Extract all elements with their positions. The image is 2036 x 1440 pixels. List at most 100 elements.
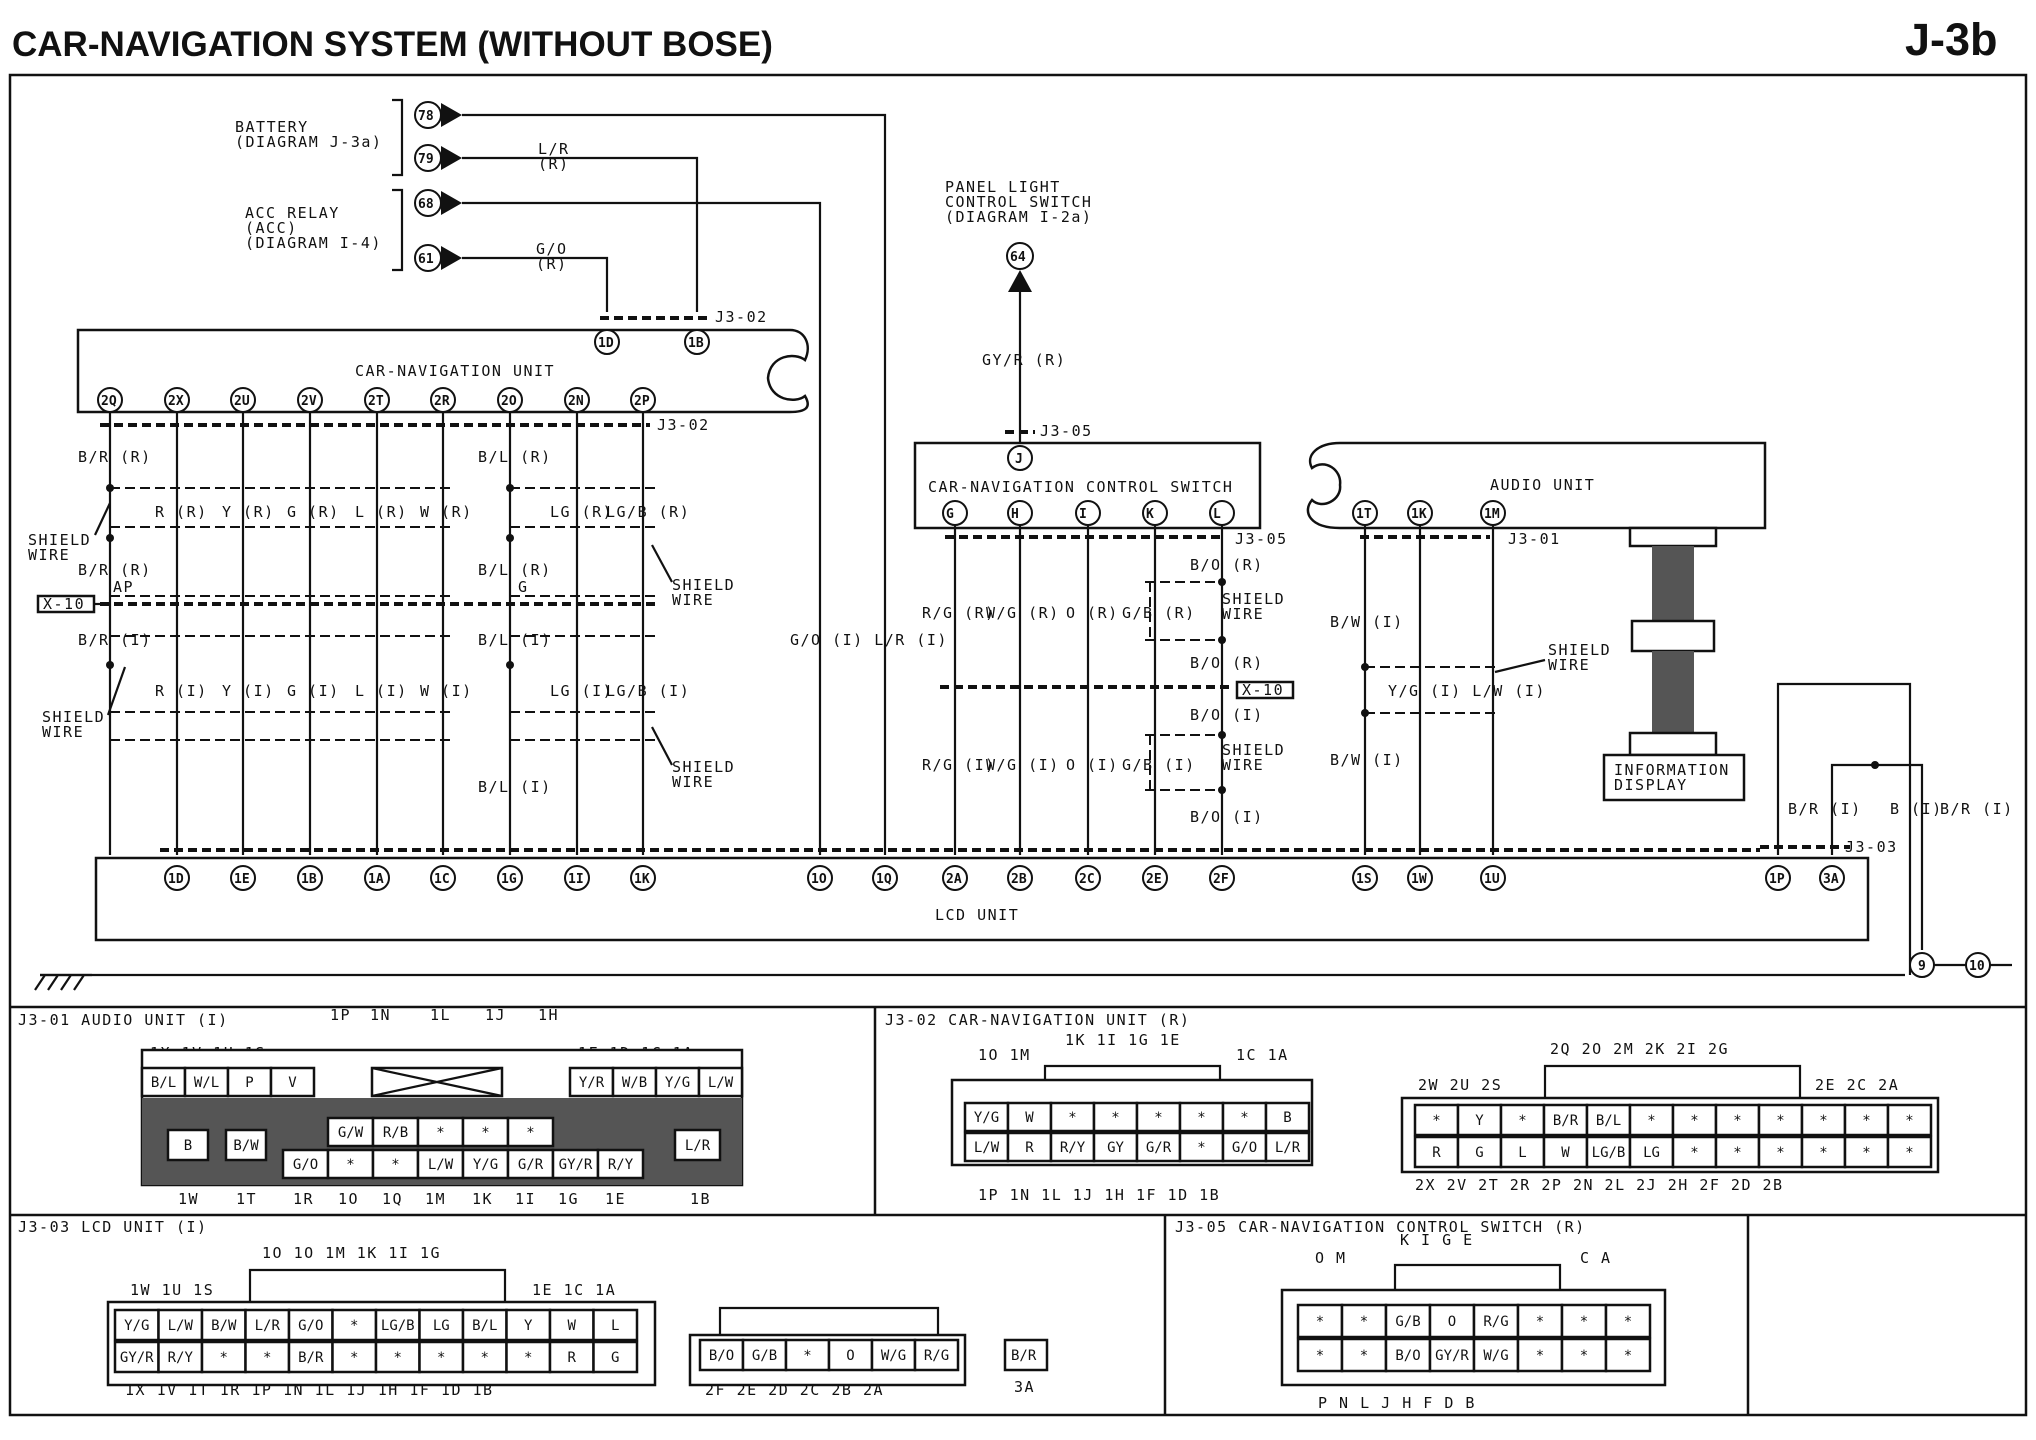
j301-r1l-cell-0 [140,1066,187,1098]
wire-label-br-r-top: B/R (R) [78,448,152,466]
svg-text:78: 78 [418,109,434,124]
j302-left-top-pins2: 1K 1I 1G 1E [1065,1031,1181,1049]
j301-r2-text-0: G/W [338,1125,364,1141]
j303-r1-text-5: * [350,1318,358,1334]
audio-pin-1m: 1M [1480,500,1506,526]
j303-label: J3-03 [1845,838,1898,856]
j301-bot-pin-1q: 1Q [382,1190,403,1208]
lcd-pin-19-label: 3A [1823,872,1839,887]
j305-r1-cell-3 [1428,1303,1476,1339]
j303-top-pins-b: 1W 1U 1S [130,1281,214,1299]
j303-third-pin: 3A [1014,1378,1035,1396]
lcd-pin-5-label: 1G [501,872,517,887]
lcd-pin-10: 2A [942,865,968,891]
j301-r1r-cell-1 [611,1066,658,1098]
j302-r2-cell-6 [1671,1135,1718,1169]
j305-bottom-label: J3-05 [1235,530,1288,548]
j301-r3-cell-7 [596,1148,645,1180]
j302-r1-text-8: * [1776,1113,1784,1129]
nav-pin-2x: 2X [164,387,190,413]
switch-shield-dot-0 [1218,578,1226,586]
nav-shield-dot-l0 [106,484,114,492]
j303-second-pins: 2F 2E 2D 2C 2B 2A [705,1381,884,1399]
wire-label-bl-i-mid: B/L (I) [478,631,552,649]
j301-r2-text-4: * [526,1125,534,1141]
panel-j303-title: J3-03 LCD UNIT (I) [18,1218,208,1236]
j301-r3-cell-5 [506,1148,555,1180]
audio-shield-dot-0 [1361,663,1369,671]
g-label: G [518,578,529,596]
panel-j305: J3-05 CAR-NAVIGATION CONTROL SWITCH (R) … [1175,1218,1667,1412]
j303-r2-text-0: GY/R [120,1350,154,1366]
audio-unit-label: AUDIO UNIT [1490,476,1595,494]
lcd-pin-8-label: 1O [811,872,827,887]
j302-r2-cell-1 [1456,1135,1503,1169]
lcd-pin-12-label: 2C [1079,872,1095,887]
terminal-68: 68 [414,189,462,217]
lcd-pin-4-label: 1C [434,872,450,887]
j301-r1l-cell-3 [269,1066,316,1098]
j303-r2-text-10: R [568,1350,577,1366]
wire-label-lg-r: LG (R) [550,503,613,521]
switch-pin-h-label: H [1011,507,1019,522]
j302-r2-cell-11 [1886,1135,1933,1169]
wire-label-bl-r-top: B/L (R) [478,448,552,466]
wire-label-gb-r: G/B (R) [1122,604,1196,622]
svg-text:10: 10 [1969,959,1985,974]
nav-pin-2q: 2Q [97,387,123,413]
j301-bot-pin-1r: 1R [293,1190,314,1208]
j303-top-pins-a: 1O 1O 1M 1K 1I 1G [262,1244,441,1262]
nav-shield-dot-l2 [106,661,114,669]
j305-r2-text-2: B/O [1395,1348,1420,1364]
shield-arrow-2 [106,666,127,716]
j301-r1l-cell-1 [183,1066,230,1098]
j305-r1-cell-5 [1516,1303,1564,1339]
audio-pin-1t-label: 1T [1356,507,1372,522]
page-code: J-3b [1905,14,1998,65]
j302-l1-text-5: * [1197,1110,1205,1126]
j305-r2-text-7: * [1624,1348,1632,1364]
wire-label-br-i-right1: B/R (I) [1788,800,1862,818]
j303-r1-text-3: L/R [255,1318,281,1334]
shield-arrow-1 [94,502,111,536]
nav-pin-2v: 2V [297,387,323,413]
j302-r1-cell-6 [1671,1103,1718,1137]
splice-dot [1871,761,1879,769]
j302-r2-text-5: LG [1643,1145,1660,1161]
diagram-frame [8,73,2028,1417]
audio-pin-1m-label: 1M [1484,507,1500,522]
j302-right-bottom-pins: 2X 2V 2T 2R 2P 2N 2L 2J 2H 2F 2D 2B [1415,1176,1784,1194]
j303-r1-text-10: W [568,1318,577,1334]
j302-l1-text-3: * [1111,1110,1119,1126]
j301-r3-text-3: L/W [428,1157,454,1173]
j302-r1-text-5: * [1647,1113,1655,1129]
lcd-pin-14: 2F [1209,865,1235,891]
wire-label-br-r-mid: B/R (R) [78,561,152,579]
lcd-pin-15: 1S [1352,865,1378,891]
battery-bracket [392,98,404,177]
j301-r1l-text-1: W/L [194,1075,219,1091]
j303-r2-text-1: R/Y [168,1350,194,1366]
j301-r3-text-0: G/O [293,1157,318,1173]
j302-l2-cell-0 [963,1131,1010,1163]
lcd-pin-18-label: 1P [1769,872,1785,887]
j302-l2-text-2: R/Y [1060,1140,1086,1156]
wire-label-wg-i: W/G (I) [986,756,1060,774]
j303-s-text-4: W/G [881,1348,906,1364]
nav-switch-label: CAR-NAVIGATION CONTROL SWITCH [928,478,1233,496]
nav-pin-2n: 2N [564,387,590,413]
svg-text:1B: 1B [688,336,704,351]
nav-pin-2q-label: 2Q [101,394,117,409]
j301-sr-cell-0 [673,1128,722,1162]
wire-label-y-r: Y (R) [222,503,275,521]
lcd-unit-body [94,856,1870,942]
svg-text:79: 79 [418,152,434,167]
switch-pin-g: G [942,500,968,526]
